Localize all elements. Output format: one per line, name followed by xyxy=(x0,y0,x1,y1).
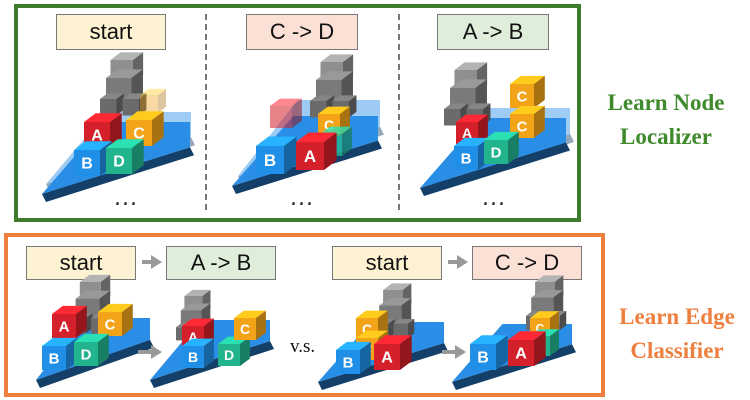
node-ellipsis-3: ... xyxy=(482,186,506,211)
node-title-line1: Learn Node xyxy=(607,90,725,115)
cube-letter: C xyxy=(362,321,372,337)
cube-a: A xyxy=(296,132,337,170)
cube-a: A xyxy=(508,331,546,366)
arrow-right-icon xyxy=(448,255,468,269)
gripper-finger-right xyxy=(393,318,415,339)
cube-letter: D xyxy=(81,346,92,363)
cube-letter: D xyxy=(113,154,125,171)
cube-letter: A xyxy=(188,329,198,345)
cube-d: D xyxy=(74,333,109,366)
cube-letter: B xyxy=(461,150,472,167)
edge-classifier-panel xyxy=(4,233,605,397)
cube-letter: B xyxy=(49,350,60,367)
arrow-right-icon xyxy=(138,345,162,359)
node-label-c-to-d: C -> D xyxy=(246,14,358,50)
cube-a: A xyxy=(52,305,87,338)
cube-b: B xyxy=(182,338,214,368)
cube-letter: B xyxy=(81,156,93,173)
edge-classifier-title: Learn Edge Classifier xyxy=(606,300,748,368)
edge-title-line2: Classifier xyxy=(630,338,724,363)
cube-letter: C xyxy=(517,118,528,135)
cube-b: B xyxy=(42,337,77,370)
node-ellipsis-1: ... xyxy=(114,186,138,211)
cube-letter: C xyxy=(324,117,334,133)
cube-letter: B xyxy=(477,350,489,367)
cube-b: B xyxy=(470,335,508,370)
edge-right-start-label: start xyxy=(332,246,442,280)
cube-letter: C xyxy=(105,316,116,333)
cube-a: A xyxy=(374,335,412,370)
cube-b: B xyxy=(256,136,297,174)
gripper-finger-right xyxy=(122,93,147,116)
cube-letter: B xyxy=(264,151,276,170)
cube-b: B xyxy=(454,137,489,170)
node-localizer-panel xyxy=(14,4,581,222)
gripper-finger-left xyxy=(100,93,124,116)
cube-letter: C xyxy=(240,321,250,337)
cube-letter: B xyxy=(343,354,354,371)
cube-letter: D xyxy=(491,144,502,161)
cube-ghost xyxy=(140,88,167,113)
divider-1 xyxy=(205,14,207,210)
node-title-line2: Localizer xyxy=(620,124,712,149)
node-ellipsis-2: ... xyxy=(290,186,314,211)
cube-a: A xyxy=(456,114,488,144)
cube-letter: A xyxy=(462,125,472,141)
edge-left-start-label: start xyxy=(26,246,136,280)
edge-left-a-to-b-label: A -> B xyxy=(166,246,276,280)
cube-letter: C xyxy=(133,126,145,143)
arrow-right-icon xyxy=(142,255,162,269)
cube-letter: A xyxy=(381,350,393,367)
cube-letter: A xyxy=(515,346,527,363)
arrow-right-icon xyxy=(442,345,466,359)
node-label-start: start xyxy=(56,14,166,50)
cube-c: C xyxy=(98,303,133,336)
cube-ghost-a xyxy=(270,98,302,128)
cube-b: B xyxy=(336,341,371,374)
cube-c: C xyxy=(510,75,545,108)
cube-d: D xyxy=(218,336,250,366)
divider-2 xyxy=(398,14,400,210)
versus-label: v.s. xyxy=(290,336,316,357)
cube-d: D xyxy=(106,139,144,174)
cube-letter: A xyxy=(59,318,70,335)
cube-letter: B xyxy=(188,349,198,365)
node-label-a-to-b: A -> B xyxy=(437,14,549,50)
edge-right-c-to-d-label: C -> D xyxy=(472,246,582,280)
cube-d: D xyxy=(484,131,519,164)
cube-letter: A xyxy=(304,147,316,166)
cube-letter: D xyxy=(224,347,234,363)
edge-title-line1: Learn Edge xyxy=(619,304,735,329)
cube-c: C xyxy=(234,310,266,340)
cube-letter: C xyxy=(517,88,528,105)
node-localizer-title: Learn Node Localizer xyxy=(588,86,744,154)
cube-letter: A xyxy=(91,128,103,145)
cube-letter: C xyxy=(536,321,545,335)
